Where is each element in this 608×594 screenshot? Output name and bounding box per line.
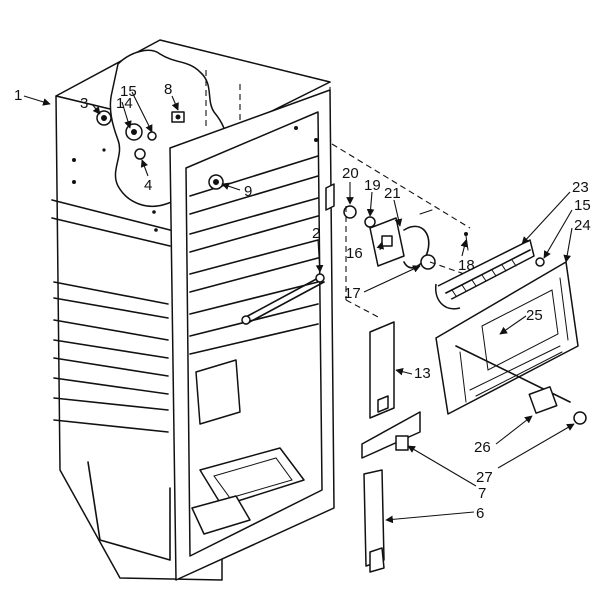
part-13-duct — [369, 321, 395, 419]
callout-3: 3 — [80, 95, 88, 112]
cabinet-dots — [72, 126, 318, 232]
bracket-tab — [325, 183, 335, 211]
callout-23: 23 — [572, 179, 589, 196]
hardware-4 — [134, 148, 146, 160]
callout-15: 15 — [120, 83, 137, 100]
floor-pan — [191, 495, 251, 535]
control-assembly — [325, 143, 471, 319]
callout-4: 4 — [144, 177, 152, 194]
callout-2: 2 — [312, 225, 320, 242]
callout-20: 20 — [342, 165, 359, 182]
callout-15-right: 15 — [574, 197, 591, 214]
part-24-panel — [435, 261, 587, 425]
part-7-bracket — [361, 411, 421, 459]
floor-recess — [199, 447, 305, 507]
part-23-rail — [435, 239, 545, 310]
part-6-cover — [363, 469, 385, 573]
hardware-8 — [171, 111, 185, 123]
callout-24: 24 — [574, 217, 591, 234]
callout-16: 16 — [346, 245, 363, 262]
liner-shelves — [189, 155, 319, 355]
callout-27: 27 — [476, 469, 493, 486]
screw-15 — [535, 257, 545, 267]
callout-13: 13 — [414, 365, 431, 382]
crisper-box — [195, 359, 241, 425]
washer-19 — [364, 216, 376, 228]
cabinet-base — [87, 461, 171, 561]
callout-6: 6 — [476, 505, 484, 522]
callout-7: 7 — [478, 485, 486, 502]
liner-frame-inner — [185, 111, 323, 557]
part-2-rod — [241, 273, 325, 325]
callout-21: 21 — [384, 185, 401, 202]
callout-26: 26 — [474, 439, 491, 456]
hardware-3 — [96, 110, 112, 126]
side-ribs — [51, 199, 171, 433]
callout-19: 19 — [364, 177, 381, 194]
nut-17 — [420, 254, 436, 270]
screw-18 — [464, 232, 468, 236]
callout-17: 17 — [344, 285, 361, 302]
callout-9: 9 — [244, 183, 252, 200]
callout-8: 8 — [164, 81, 172, 98]
cabinet-liner — [169, 89, 335, 581]
screw-21 — [419, 209, 433, 215]
callout-18: 18 — [458, 257, 475, 274]
callout-1: 1 — [14, 87, 22, 104]
knob-20 — [343, 205, 357, 219]
part-26-clip — [528, 386, 558, 414]
callout-25: 25 — [526, 307, 543, 324]
bracket-21 — [403, 225, 430, 269]
hardware-9 — [208, 174, 224, 190]
part-27-knob — [573, 411, 587, 425]
callout-labels: 1 3 15 14 8 4 9 2 20 19 21 16 17 18 23 1… — [14, 81, 591, 522]
callout-14: 14 — [116, 95, 133, 112]
leader-lines — [23, 91, 575, 524]
